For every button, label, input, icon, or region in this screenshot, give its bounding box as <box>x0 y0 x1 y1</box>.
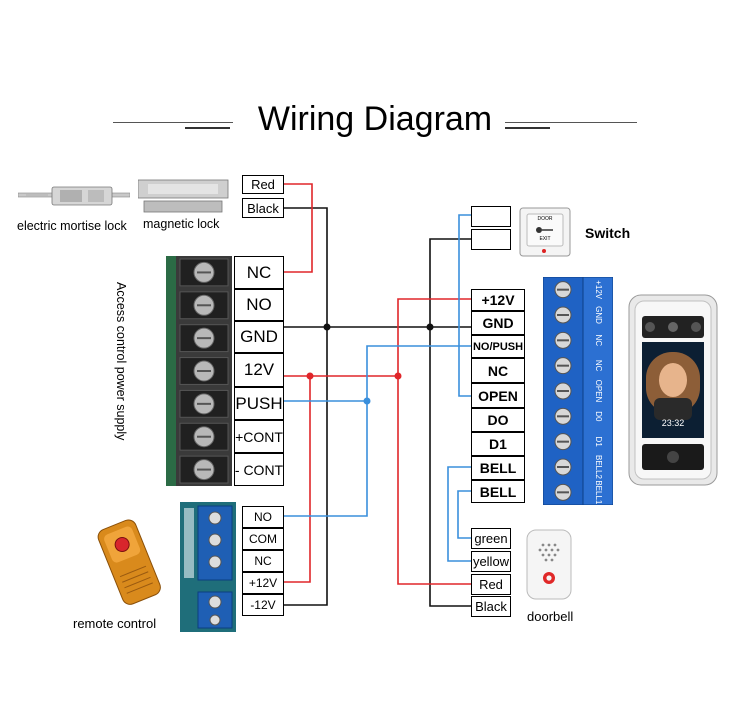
psu-12v-red-wire <box>283 375 311 583</box>
strip-label: +12V <box>594 280 603 300</box>
doorbell-wire-red: Red <box>471 574 511 595</box>
receiver-terminal-com: COM <box>242 528 284 550</box>
exit-switch-exit-text: EXIT <box>539 236 551 242</box>
strip-screw <box>554 306 572 324</box>
strip-screw <box>554 382 572 400</box>
strip-screw <box>554 357 572 375</box>
face-terminal-time: 23:32 <box>661 418 685 428</box>
switch-label: Switch <box>585 225 631 241</box>
strip-label: NC <box>594 335 603 347</box>
exit-switch-image: DOOR EXIT <box>519 207 571 257</box>
title-rule-right <box>505 122 637 123</box>
device-terminal-no-push: NO/PUSH <box>471 335 525 358</box>
device-terminal-gnd: GND <box>471 311 525 335</box>
psu-terminal-12v: 12V <box>234 353 284 387</box>
psu-screw <box>179 389 229 418</box>
title-rule-left <box>113 122 233 123</box>
strip-screw <box>554 331 572 349</box>
strip-screw <box>554 407 572 425</box>
strip-screw <box>554 281 572 299</box>
doorbell-image <box>526 529 572 600</box>
mortise-lock-label: electric mortise lock <box>17 219 127 233</box>
receiver-terminal-nc: NC <box>242 550 284 572</box>
switch-blue-wire <box>458 214 472 397</box>
strip-screw <box>554 483 572 501</box>
doorbell-wire-green: green <box>471 528 511 549</box>
device-terminal-nc: NC <box>471 358 525 383</box>
power-supply-label: Access control power supply <box>114 282 128 441</box>
doorbell-wire-yellow: yellow <box>471 551 511 572</box>
strip-label: BELL1 <box>594 480 603 505</box>
receiver-terminal-plus-12v: +12V <box>242 572 284 594</box>
lock-wire-red-label: Red <box>242 175 284 194</box>
strip-label: GND <box>594 306 603 324</box>
bell-blue-wire-1 <box>447 466 472 562</box>
black-wires <box>283 207 472 607</box>
psu-terminal-plus-cont: +CONT <box>234 420 284 453</box>
title-rule-right-thick <box>505 127 550 129</box>
psu-terminal-push: PUSH <box>234 387 284 420</box>
bell-blue-wire-2 <box>457 490 472 539</box>
dot-12v-right <box>394 372 402 380</box>
exit-switch-door-text: DOOR <box>537 216 553 222</box>
receiver-board-image <box>180 502 236 632</box>
receiver-terminal-minus-12v: -12V <box>242 594 284 616</box>
psu-screw <box>179 455 229 484</box>
device-terminal-d1: D1 <box>471 432 525 456</box>
psu-terminal-gnd: GND <box>234 321 284 353</box>
psu-screw <box>179 324 229 353</box>
doorbell-wire-black: Black <box>471 596 511 617</box>
switch-terminal-2 <box>471 229 511 250</box>
dot-push <box>363 397 371 405</box>
psu-terminal-no: NO <box>234 289 284 321</box>
lock-wire-black-label: Black <box>242 198 284 218</box>
junction-dots <box>306 323 434 405</box>
strip-label: OPEN <box>594 380 603 403</box>
psu-screw <box>179 422 229 451</box>
remote-control-label: remote control <box>73 616 157 631</box>
strip-label: BELL2 <box>594 455 603 480</box>
lock-black-wire <box>283 207 328 606</box>
psu-terminal-minus-cont: - CONT <box>234 453 284 486</box>
remote-no-blue-wire <box>283 401 368 517</box>
receiver-terminal-no: NO <box>242 506 284 528</box>
terminal-12v-red-wire <box>397 298 472 585</box>
psu-screw <box>179 291 229 320</box>
dot-gnd-right <box>426 323 434 331</box>
device-terminal-do: DO <box>471 408 525 432</box>
psu-screw <box>179 357 229 385</box>
strip-screw <box>554 458 572 476</box>
red-wires <box>283 183 472 585</box>
psu-screw <box>179 258 229 287</box>
mortise-lock-image <box>17 185 131 207</box>
blue-wires <box>283 214 472 562</box>
switch-black-wire <box>429 238 472 607</box>
strip-screw <box>554 433 572 451</box>
face-terminal-image: 23:32 <box>628 294 718 486</box>
device-terminal-open: OPEN <box>471 383 525 408</box>
device-terminal-plus-12v: +12V <box>471 289 525 311</box>
remote-control-image <box>96 512 164 612</box>
magnetic-lock-label: magnetic lock <box>143 217 220 231</box>
power-supply-terminal-image <box>166 256 232 486</box>
page-title: Wiring Diagram <box>257 100 493 138</box>
strip-label: D0 <box>594 411 603 422</box>
switch-terminal-1 <box>471 206 511 227</box>
strip-label: D1 <box>594 437 603 448</box>
device-terminal-bell-1: BELL <box>471 456 525 480</box>
dot-gnd-left <box>323 323 331 331</box>
lock-red-wire <box>283 183 313 273</box>
psu-terminal-nc: NC <box>234 256 284 289</box>
device-terminal-bell-2: BELL <box>471 480 525 503</box>
title-rule-left-thick <box>185 127 230 129</box>
dot-12v-left <box>306 372 314 380</box>
magnetic-lock-image <box>137 178 230 214</box>
doorbell-label: doorbell <box>527 609 574 624</box>
push-blue-wire <box>283 345 472 402</box>
strip-label: NC <box>594 360 603 372</box>
